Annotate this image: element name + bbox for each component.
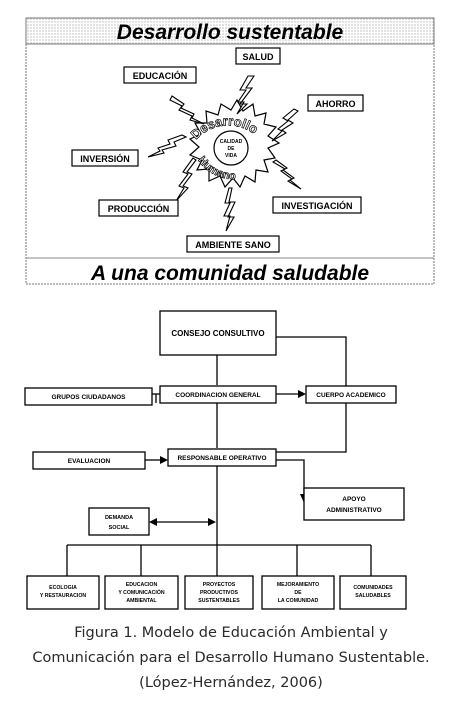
label-apoyo-2: ADMINISTRATIVO	[326, 507, 382, 514]
label-comunidades-2: SALUDABLES	[355, 593, 391, 599]
label-grupos: GRUPOS CIUDADANOS	[51, 394, 126, 401]
label-educacion-3: AMBIENTAL	[126, 598, 157, 604]
box-coordinacion	[159, 385, 277, 404]
label-educacion: EDUCACIÓN	[133, 70, 188, 81]
label-demanda-1: DEMANDA	[105, 515, 133, 521]
org-chart	[24, 310, 407, 610]
bolt-educacion	[169, 95, 205, 125]
label-ambiente: AMBIENTE SANO	[195, 240, 271, 250]
label-produccion: PRODUCCIÓN	[108, 203, 170, 214]
bolt-produccion	[175, 157, 197, 202]
label-proyectos-3: SUSTENTABLES	[198, 598, 240, 604]
label-cuerpo: CUERPO ACADEMICO	[316, 392, 385, 399]
label-ahorro: AHORRO	[316, 99, 356, 109]
box-demanda	[88, 507, 150, 536]
label-salud: SALUD	[243, 52, 274, 62]
diagram-title: Desarrollo sustentable	[117, 21, 344, 44]
box-consejo	[159, 310, 277, 356]
label-ecologia-1: ECOLOGIA	[49, 585, 77, 591]
label-demanda-2: SOCIAL	[109, 525, 130, 531]
box-evaluacion	[32, 451, 146, 470]
label-box-ambiente	[186, 235, 280, 253]
center-line-2: DE	[228, 146, 236, 152]
box-comunidades	[339, 575, 407, 610]
label-mejoramiento-2: DE	[294, 590, 302, 596]
label-mejoramiento-1: MEJORAMIENTO	[277, 582, 319, 588]
caption-line-2: Comunicación para el Desarrollo Humano S…	[32, 650, 430, 666]
label-proyectos-1: PROYECTOS	[203, 582, 236, 588]
box-apoyo	[303, 487, 405, 521]
label-apoyo-1: APOYO	[342, 496, 365, 503]
label-evaluacion: EVALUACION	[68, 458, 111, 465]
bolt-investigacion	[271, 159, 302, 190]
org-chart-labels: CONSEJO CONSULTIVO COORDINACION GENERAL …	[40, 329, 393, 604]
label-box-investigacion	[272, 196, 362, 214]
box-ecologia	[26, 575, 100, 610]
label-educacion-1: EDUCACION	[126, 582, 158, 588]
label-investigacion: INVESTIGACIÓN	[281, 200, 352, 211]
caption-line-3: (López-Hernández, 2006)	[139, 675, 323, 691]
box-proyectos	[184, 575, 254, 610]
label-box-inversion	[71, 149, 139, 167]
label-ecologia-2: Y RESTAURACION	[40, 593, 86, 599]
label-box-ahorro	[307, 94, 364, 112]
box-responsable	[167, 448, 277, 467]
label-coordinacion: COORDINACION GENERAL	[175, 392, 260, 399]
center-line-3: VIDA	[225, 153, 237, 159]
box-mejoramiento	[261, 575, 335, 610]
quality-of-life-circle	[213, 130, 249, 166]
bolt-salud	[236, 75, 256, 115]
label-responsable: RESPONSABLE OPERATIVO	[177, 455, 266, 462]
label-comunidades-1: COMUNIDADES	[353, 585, 393, 591]
bolt-ahorro	[271, 108, 299, 142]
label-box-salud	[235, 47, 281, 65]
title-band	[25, 17, 435, 45]
label-proyectos-2: PRODUCTIVOS	[200, 590, 239, 596]
label-box-produccion	[98, 199, 179, 217]
box-educacion	[104, 575, 179, 610]
label-educacion-2: Y COMUNICACIÓN	[118, 588, 165, 596]
label-inversion: INVERSIÓN	[80, 153, 130, 164]
bolt-inversion	[147, 134, 188, 158]
label-mejoramiento-3: LA COMUNIDAD	[278, 598, 319, 604]
label-box-educacion	[123, 66, 197, 84]
label-consejo: CONSEJO CONSULTIVO	[171, 329, 264, 338]
caption-line-1: Figura 1. Modelo de Educación Ambiental …	[74, 625, 388, 641]
bolt-ambiente	[223, 187, 236, 232]
diagram-subtitle: A una comunidad saludable	[90, 262, 369, 285]
box-cuerpo	[305, 385, 397, 404]
center-line-1: CALIDAD	[220, 139, 243, 145]
sustainable-development-diagram: Desarrollo sustentable A una comunidad s…	[25, 17, 435, 285]
box-grupos	[24, 387, 153, 406]
